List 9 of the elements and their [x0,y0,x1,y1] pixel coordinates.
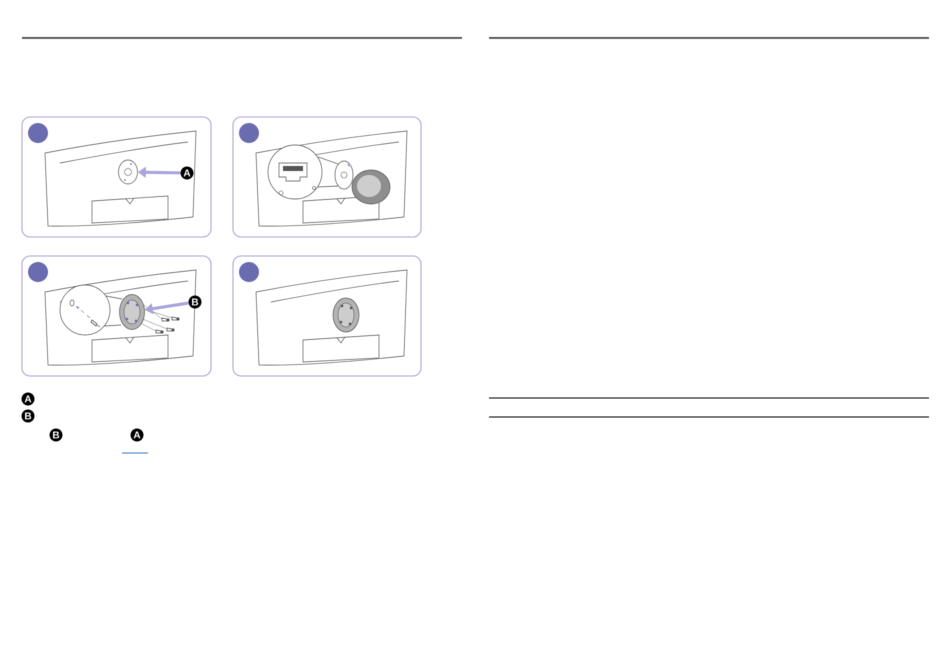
wall-mount-adapter [119,294,145,330]
callout-badge: A [22,392,34,406]
callout-badge: A [180,166,194,180]
callout-badge: A [130,428,144,442]
callout-badge: B [188,296,202,308]
stand-joint [118,160,138,184]
callout-badge: B [50,428,62,442]
callout-badge: B [22,410,34,422]
wall-mount-adapter [332,298,360,332]
